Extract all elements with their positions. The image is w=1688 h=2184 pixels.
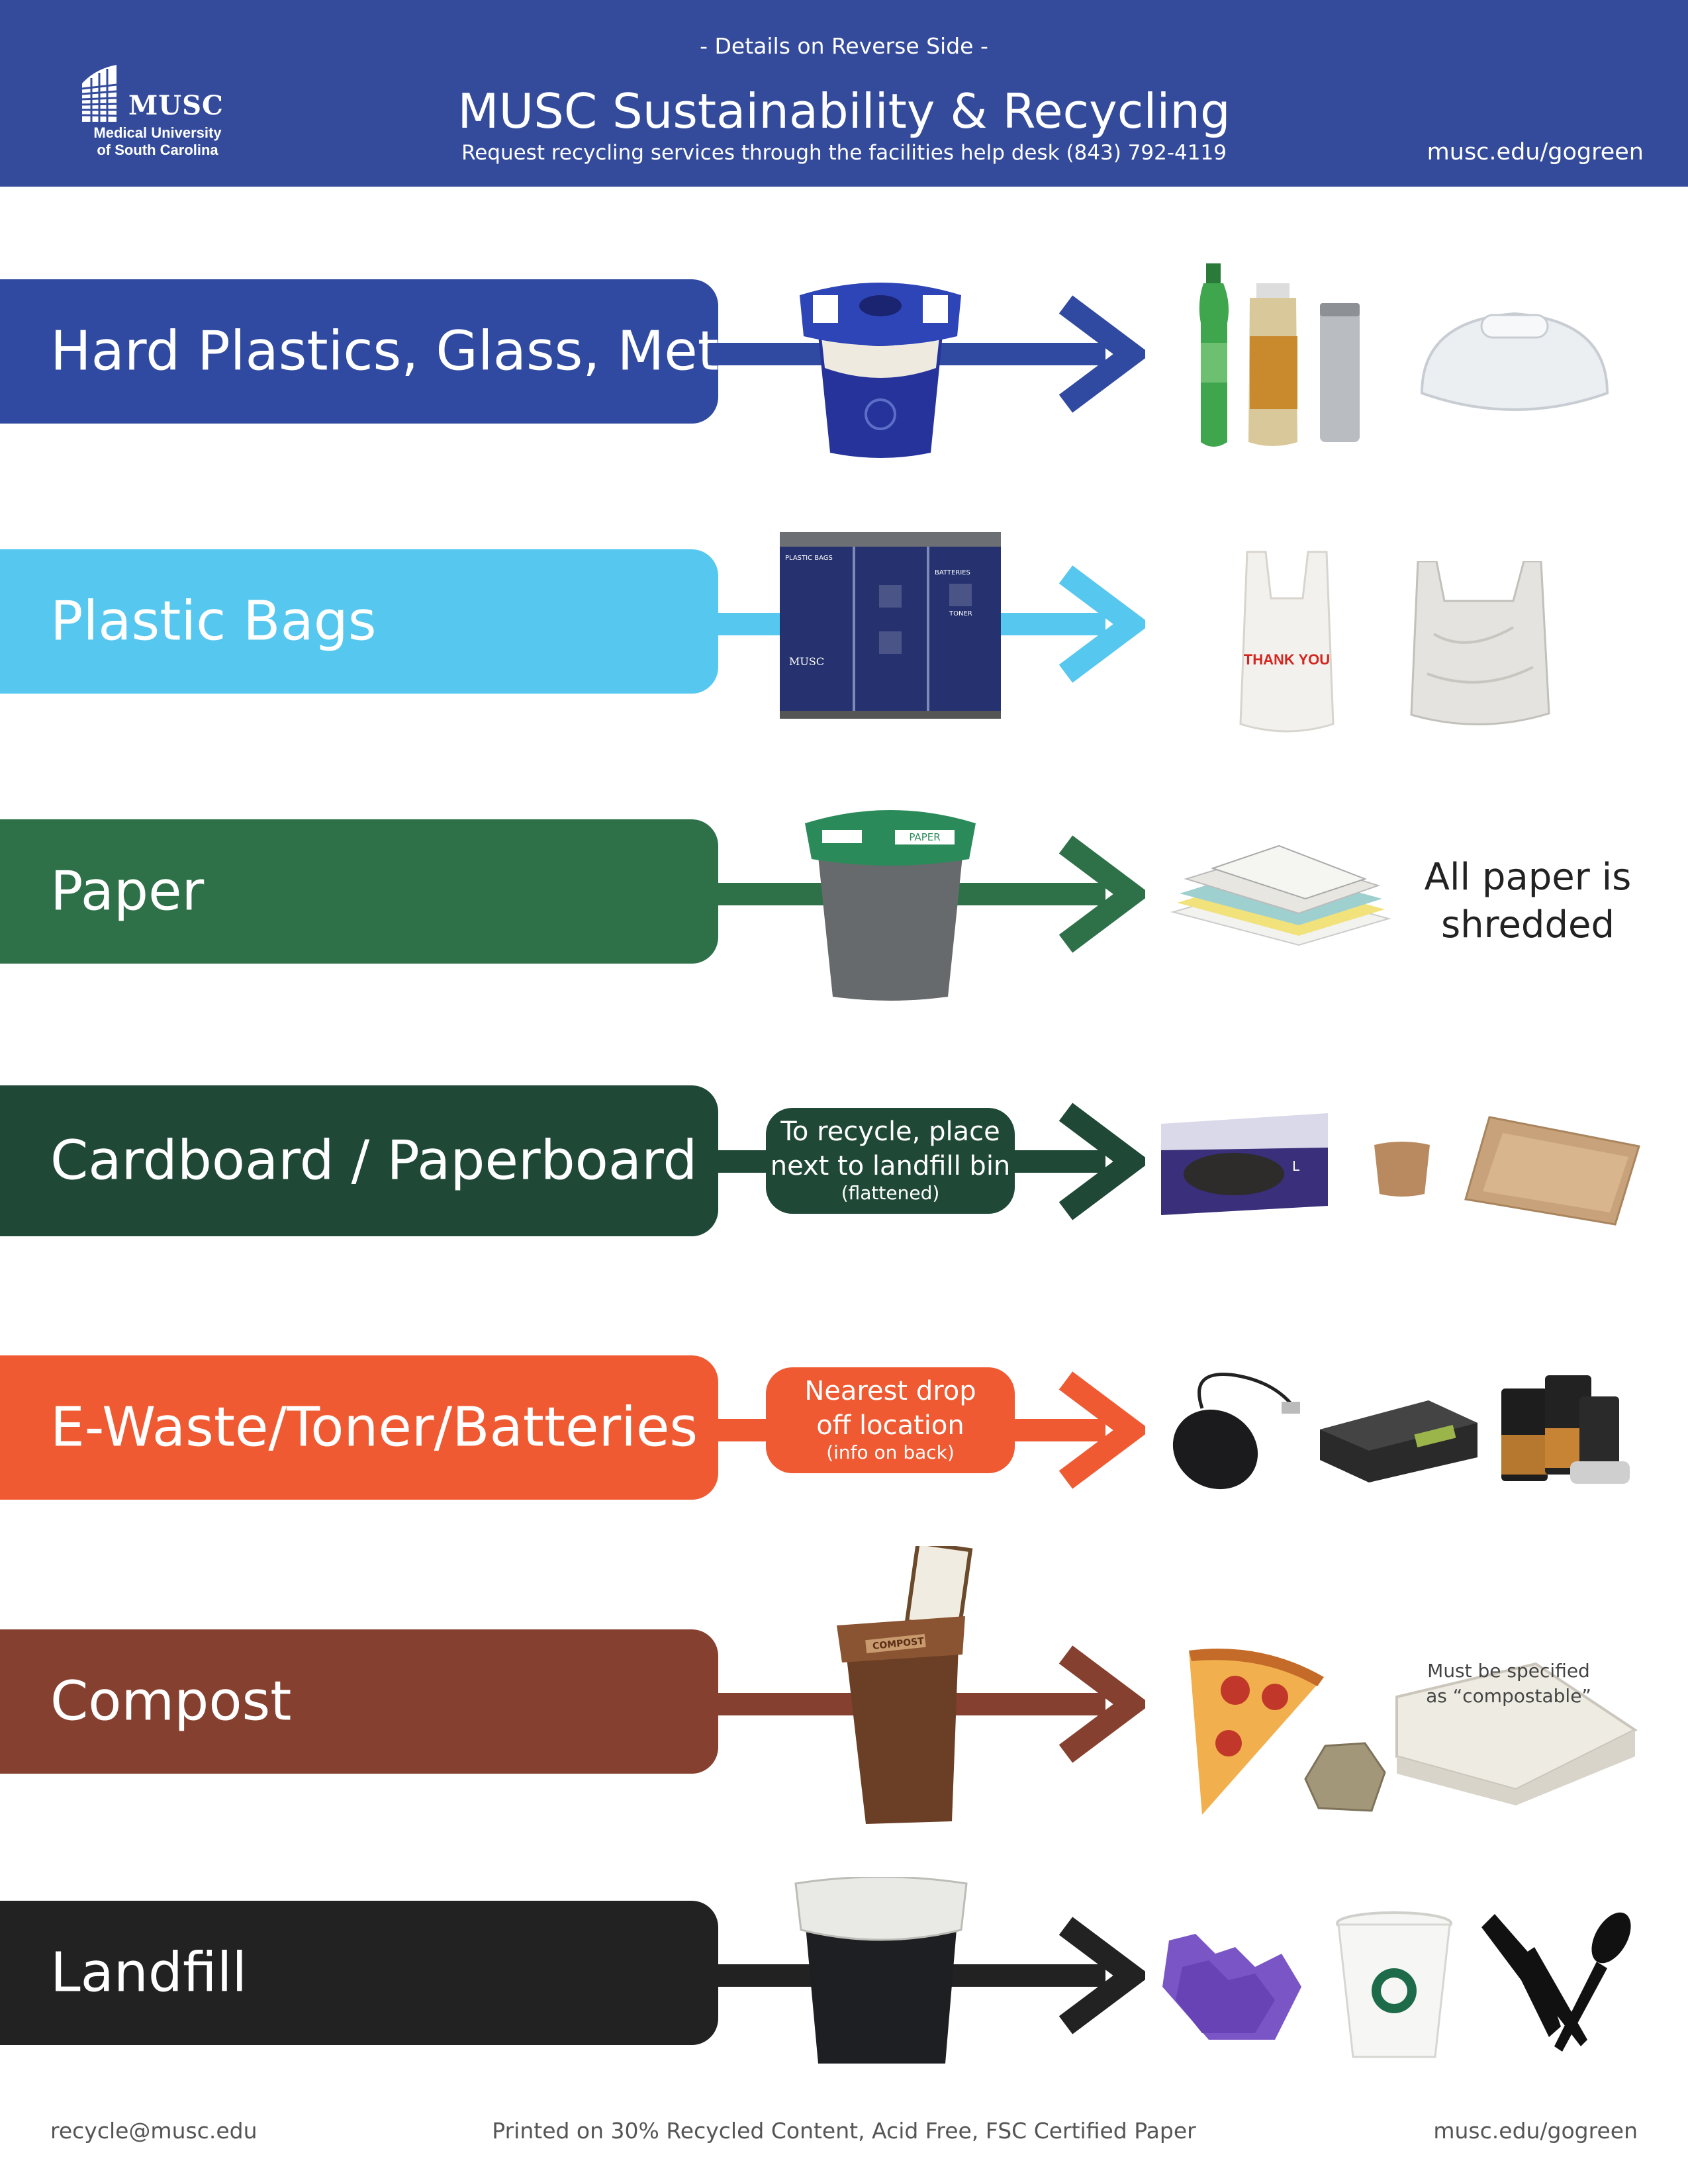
logo-subtitle: Medical University of South Carolina: [78, 124, 237, 159]
page-title: MUSC Sustainability & Recycling: [457, 83, 1231, 139]
plastic-food-cover-icon: [1420, 312, 1609, 411]
note-small: (flattened): [841, 1182, 940, 1204]
computer-mouse-icon: [1172, 1373, 1300, 1490]
station-label-batteries: BATTERIES: [935, 569, 970, 576]
category-bar-landfill: Landfill: [0, 1901, 718, 2045]
compost-caption: Must be specified as “compostable”: [1401, 1659, 1617, 1709]
crumpled-napkin-icon: [1304, 1742, 1386, 1812]
category-bar-paper: Paper: [0, 819, 718, 964]
note-line-2: off location: [816, 1410, 964, 1441]
note-small: (info on back): [826, 1441, 955, 1463]
glove-box-size: L: [1292, 1158, 1300, 1174]
note-line-1: To recycle, place: [780, 1116, 1000, 1147]
station-label-toner: TONER: [949, 610, 972, 617]
logo-line-1: Medical University: [93, 124, 222, 141]
paper-caption: All paper is shredded: [1407, 854, 1648, 949]
logo-name: MUSC: [128, 90, 224, 121]
category-bar-hard-plastics: Hard Plastics, Glass, Metal: [0, 279, 767, 424]
cardboard-note: To recycle, place next to landfill bin (…: [766, 1108, 1015, 1214]
e-waste-note: Nearest drop off location (info on back): [766, 1367, 1015, 1473]
category-label: Compost: [50, 1670, 292, 1733]
category-bar-cardboard: Cardboard / Paperboard: [0, 1085, 718, 1236]
footer-url-link[interactable]: musc.edu/gogreen: [1433, 2118, 1638, 2144]
paper-lid-label: PAPER: [895, 830, 955, 844]
glove-box-icon: L: [1154, 1111, 1335, 1216]
green-paper-bin-icon: PAPER: [796, 803, 985, 1002]
category-label: Cardboard / Paperboard: [50, 1129, 698, 1193]
category-label: Hard Plastics, Glass, Metal: [50, 320, 767, 383]
footer-email-link[interactable]: recycle@musc.edu: [50, 2118, 258, 2144]
flattened-cardboard-icon: [1464, 1116, 1640, 1226]
row-cardboard: Cardboard / Paperboard To recycle, place…: [0, 1085, 1688, 1236]
station-label-musc: MUSC: [789, 655, 825, 668]
coffee-cup-icon: [1336, 1911, 1452, 2058]
recycling-station-icon: PLASTIC BAGS BATTERIES TONER MUSC: [780, 532, 1001, 719]
bottles-and-can-icon: [1199, 263, 1360, 447]
station-label-plastic-bags: PLASTIC BAGS: [785, 555, 833, 562]
caption-line-2: as “compostable”: [1426, 1685, 1591, 1707]
row-hard-plastics: Hard Plastics, Glass, Metal: [0, 263, 1688, 458]
row-paper: Paper PAPER All paper is shredded: [0, 810, 1688, 1001]
toner-cartridge-icon: [1320, 1400, 1477, 1482]
row-compost: Compost COMPOST Must be specified as “co…: [0, 1546, 1688, 1824]
building-icon: [81, 65, 117, 122]
header-url-link[interactable]: musc.edu/gogreen: [1427, 139, 1644, 165]
row-landfill: Landfill: [0, 1877, 1688, 2064]
details-note: - Details on Reverse Side -: [700, 33, 988, 59]
crumpled-plastic-bag-icon: [1410, 561, 1550, 725]
category-label: Paper: [50, 860, 205, 923]
row-e-waste: E-Waste/Toner/Batteries Nearest drop off…: [0, 1355, 1688, 1504]
caption-line-2: shredded: [1440, 903, 1615, 946]
bag-print-text: THANK YOU: [1244, 651, 1330, 668]
category-bar-plastic-bags: Plastic Bags: [0, 549, 718, 694]
category-label: Plastic Bags: [50, 590, 377, 653]
thank-you-plastic-bag-icon: THANK YOU: [1239, 551, 1335, 733]
caption-line-1: All paper is: [1424, 856, 1632, 899]
category-label: Landfill: [50, 1941, 248, 2005]
pizza-slice-icon: [1189, 1649, 1324, 1815]
batteries-icon: [1501, 1375, 1630, 1484]
page-subtitle: Request recycling services through the f…: [461, 141, 1227, 165]
plastic-cutlery-icon: [1481, 1912, 1631, 2052]
stack-of-paper-icon: [1170, 844, 1391, 946]
caption-line-1: Must be specified: [1427, 1660, 1590, 1682]
landfill-bin-icon: [794, 1877, 968, 2064]
compost-bin-icon: COMPOST: [826, 1546, 976, 1828]
logo-line-2: of South Carolina: [97, 142, 218, 158]
header-banner: MUSC Medical University of South Carolin…: [0, 0, 1688, 187]
row-plastic-bags: Plastic Bags PLASTIC BAGS BATTERIES TONE…: [0, 532, 1688, 733]
category-label: E-Waste/Toner/Batteries: [50, 1396, 698, 1459]
note-line-2: next to landfill bin: [770, 1151, 1011, 1181]
footer-paper-note: Printed on 30% Recycled Content, Acid Fr…: [492, 2118, 1196, 2144]
blue-recycling-bin-icon: [800, 283, 961, 458]
cup-sleeve-icon: [1374, 1142, 1430, 1197]
category-bar-e-waste: E-Waste/Toner/Batteries: [0, 1355, 718, 1500]
compostable-container-icon: [1395, 1662, 1638, 1805]
note-line-1: Nearest drop: [804, 1376, 976, 1406]
musc-logo[interactable]: MUSC Medical University of South Carolin…: [75, 64, 234, 161]
purple-gloves-icon: [1162, 1934, 1301, 2040]
category-bar-compost: Compost: [0, 1629, 718, 1774]
